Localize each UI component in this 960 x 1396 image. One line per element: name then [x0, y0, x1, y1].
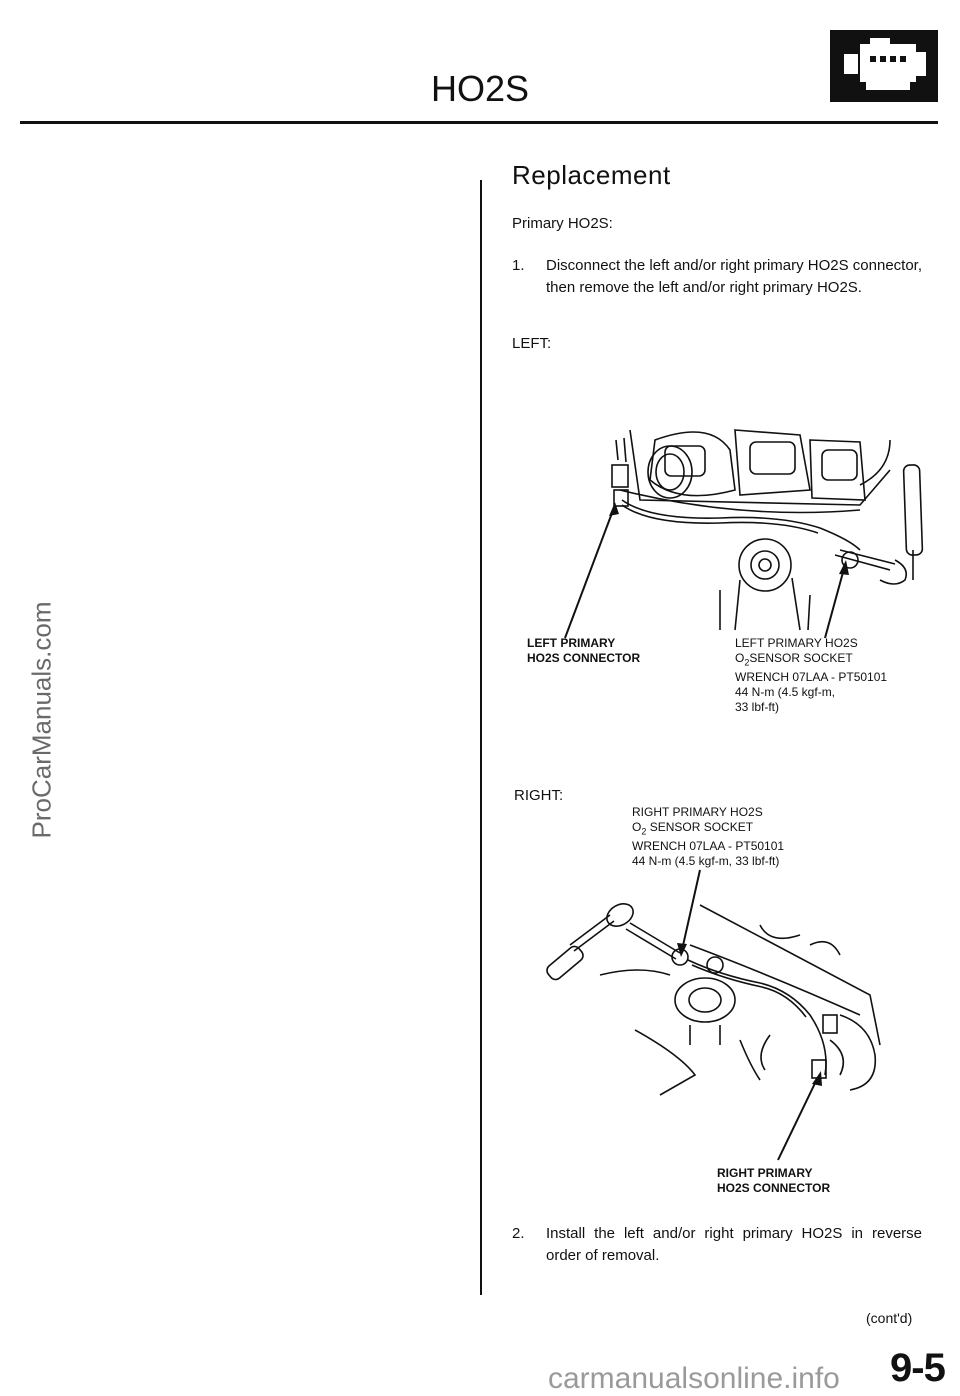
right-label: RIGHT: — [514, 787, 564, 804]
left-connector-caption: LEFT PRIMARY HO2S CONNECTOR — [527, 636, 641, 665]
step-1-text: Disconnect the left and/or right primary… — [546, 257, 923, 296]
page-number: 9-5 — [890, 1346, 946, 1390]
left-socket-caption: LEFT PRIMARY HO2S O2SENSOR SOCKET WRENCH… — [735, 636, 888, 715]
engine-icon — [830, 30, 938, 102]
subheading: Primary HO2S: — [512, 215, 613, 232]
right-connector-caption: RIGHT PRIMARY HO2S CONNECTOR — [717, 1166, 831, 1195]
continued-label: (cont'd) — [866, 1310, 913, 1326]
page-title: HO2S — [430, 68, 530, 109]
section-title: Replacement — [512, 160, 671, 190]
right-socket-caption: RIGHT PRIMARY HO2S O2 SENSOR SOCKET WREN… — [632, 805, 785, 869]
step-2-number: 2. — [512, 1225, 525, 1242]
step-1-number: 1. — [512, 257, 525, 274]
step-2-text: Install the left and/or right primary HO… — [546, 1225, 922, 1264]
header-rule — [20, 121, 938, 124]
side-watermark: ProCarManuals.com — [26, 601, 57, 839]
left-label: LEFT: — [512, 335, 552, 352]
step-1: 1. Disconnect the left and/or right prim… — [512, 255, 922, 299]
column-divider — [480, 180, 482, 1295]
bottom-watermark: carmanualsonline.info — [548, 1362, 840, 1395]
right-ho2s-illustration — [546, 869, 881, 1161]
step-2: 2. Install the left and/or right primary… — [512, 1223, 922, 1267]
left-ho2s-illustration — [564, 429, 924, 639]
